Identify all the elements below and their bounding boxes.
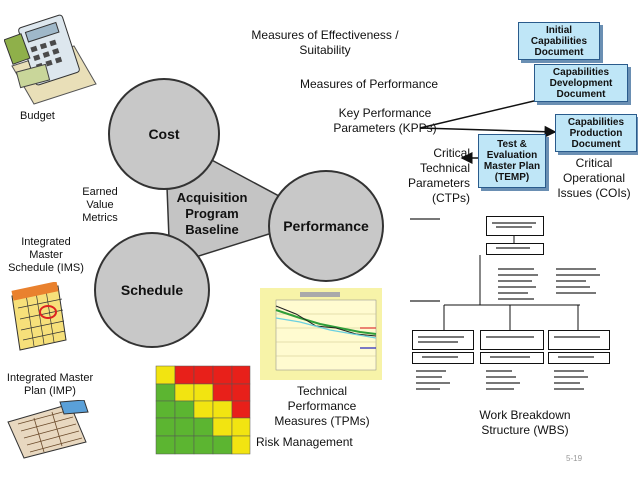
calendar-icon — [8, 281, 70, 352]
wbs-child-box-1 — [412, 330, 474, 350]
mop-label: Measures of Performance — [300, 77, 439, 91]
plan-sheet-icon — [4, 399, 90, 460]
schedule-label: Schedule — [120, 282, 184, 298]
risk-matrix — [140, 362, 256, 462]
kpp-label: Key Performance Parameters (KPPs) — [333, 106, 437, 135]
wbs-child-box-3 — [548, 330, 610, 350]
wbs-label: Work Breakdown Structure (WBS) — [479, 408, 571, 437]
ctp-label: Critical Technical Parameters (CTPs) — [407, 146, 470, 205]
performance-label: Performance — [283, 218, 369, 234]
page-number: 5-19 — [566, 454, 583, 463]
risk-label: Risk Management — [256, 435, 353, 449]
wbs-child-box-2 — [480, 330, 544, 350]
ims-label: Integrated Master Schedule (IMS) — [8, 236, 84, 274]
calculator-icon — [3, 6, 100, 106]
cdd-document: Capabilities Development Document — [534, 64, 628, 102]
budget-label: Budget — [20, 110, 55, 122]
schedule-circle: Schedule — [94, 232, 210, 348]
performance-circle: Performance — [268, 170, 384, 282]
cpd-document: Capabilities Production Document — [555, 114, 637, 152]
cost-label: Cost — [148, 126, 180, 142]
cost-circle: Cost — [108, 78, 220, 190]
imp-label: Integrated Master Plan (IMP) — [6, 372, 94, 397]
coi-label: Critical Operational Issues (COIs) — [557, 156, 631, 200]
tpm-chart — [260, 288, 382, 380]
temp-document: Test & Evaluation Master Plan (TEMP) — [478, 134, 546, 188]
tpm-label: Technical Performance Measures (TPMs) — [274, 384, 370, 428]
icd-document: Initial Capabilities Document — [518, 22, 600, 60]
moe-label: Measures of Effectiveness / Suitability — [251, 28, 399, 57]
earned-value-label: Earned Value Metrics — [82, 186, 118, 224]
baseline-label: Acquisition Program Baseline — [176, 190, 248, 237]
